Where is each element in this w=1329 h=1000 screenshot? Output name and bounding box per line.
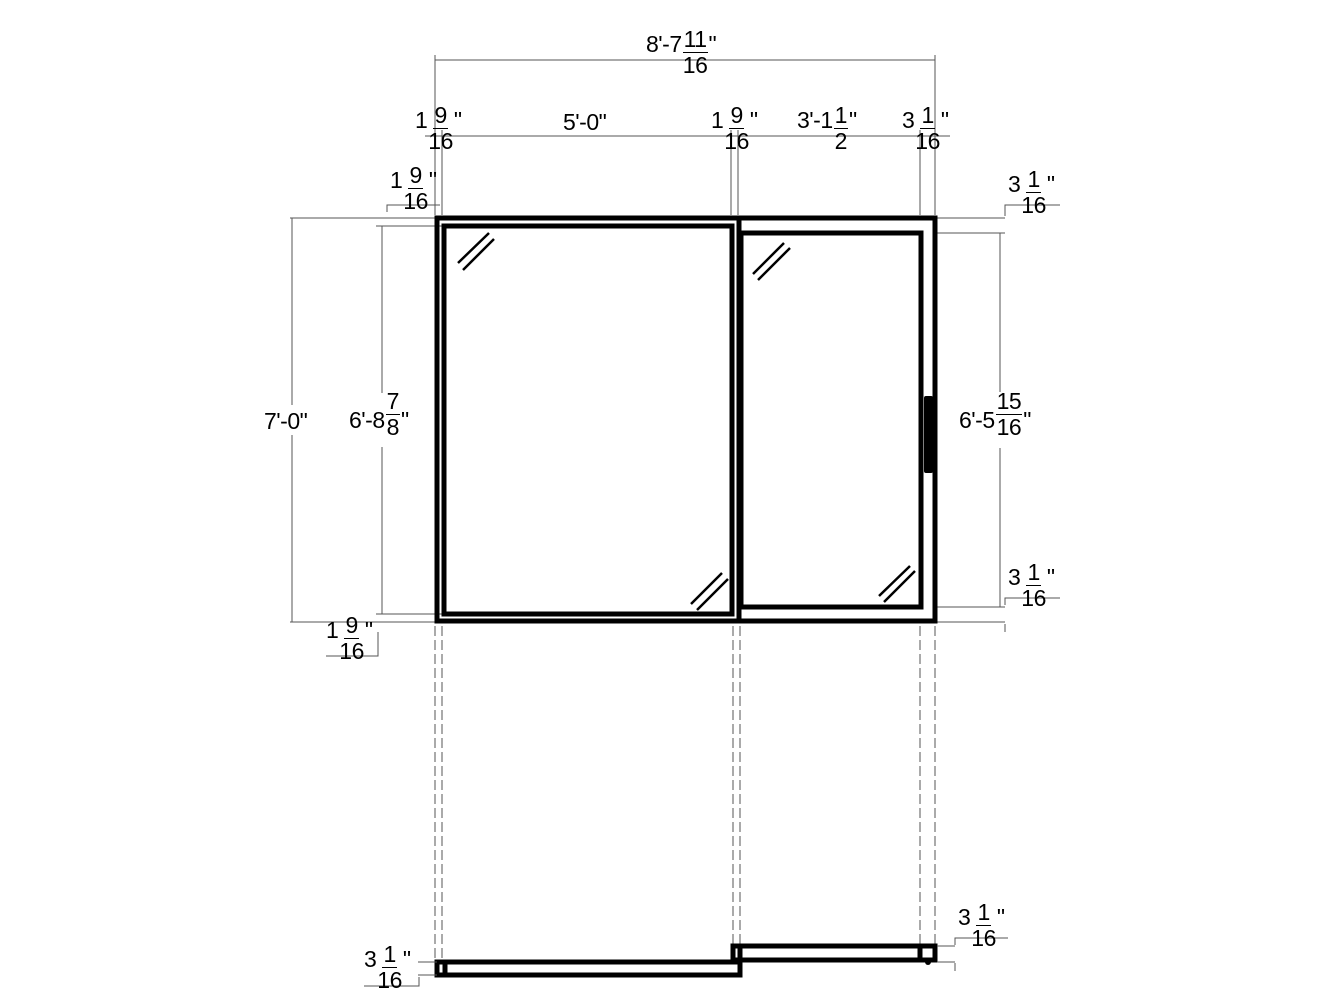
numerator: 7 (385, 388, 400, 415)
denominator: 16 (403, 188, 428, 214)
label-whole: 3 (1008, 171, 1021, 197)
door-handle (924, 396, 933, 473)
fixed-panel-width-label: 5'-0" (563, 109, 607, 135)
denominator: 16 (682, 52, 708, 78)
door-frame (434, 215, 938, 624)
label-whole: 6'-8 (349, 407, 385, 433)
unit: " (400, 407, 409, 433)
head-left-dimension (290, 204, 442, 227)
numerator: 1 (1026, 166, 1041, 193)
unit: " (1046, 171, 1055, 197)
plan-right-depth-dimension (937, 937, 1008, 971)
numerator: 1 (833, 102, 848, 129)
label-whole: 1 (711, 107, 724, 133)
segment-width-dimension (425, 130, 950, 215)
plan-section (434, 943, 938, 978)
denominator: 16 (915, 128, 940, 154)
denominator: 16 (339, 638, 364, 664)
unit: " (1023, 407, 1031, 433)
label-whole: 3'-1 (797, 107, 833, 133)
overall-height-label: 7'-0" (264, 408, 308, 434)
label-whole: 3 (902, 107, 915, 133)
projection-lines (434, 626, 936, 960)
unit: " (453, 107, 462, 133)
label-whole: 6'-5 (959, 407, 995, 433)
denominator: 16 (971, 925, 996, 951)
numerator: 1 (920, 102, 935, 129)
unit: " (996, 904, 1005, 930)
label-whole: 3 (958, 904, 971, 930)
label-text: 7'-0" (264, 408, 308, 434)
label-whole: 8'-7 (646, 31, 682, 57)
head-right-dimension (937, 204, 1060, 234)
sill-left-dimension (326, 632, 379, 657)
denominator: 8 (386, 414, 400, 440)
unit: " (749, 107, 758, 133)
unit: " (1046, 564, 1055, 590)
fixed-glass-height-dimension (376, 226, 442, 615)
numerator: 15 (995, 388, 1023, 415)
numerator: 1 (1026, 559, 1041, 586)
numerator: 9 (433, 102, 448, 129)
denominator: 16 (996, 414, 1022, 440)
numerator: 1 (382, 941, 397, 968)
overall-width-dimension (434, 55, 936, 215)
denominator: 2 (834, 128, 848, 154)
overall-height-dimension (290, 218, 435, 623)
label-whole: 3 (1008, 564, 1021, 590)
denominator: 16 (1021, 192, 1046, 218)
denominator: 16 (724, 128, 749, 154)
numerator: 9 (344, 612, 359, 639)
label-whole: 1 (390, 167, 403, 193)
numerator: 11 (682, 26, 708, 53)
unit: " (364, 617, 373, 643)
label-whole: 1 (415, 107, 428, 133)
label-text: 5'-0" (563, 109, 607, 135)
unit: " (428, 167, 437, 193)
plan-left-depth-dimension (364, 961, 437, 987)
denominator: 16 (1021, 585, 1046, 611)
numerator: 1 (976, 899, 991, 926)
denominator: 16 (377, 967, 402, 993)
glass-marks (457, 232, 916, 611)
label-whole: 3 (364, 946, 377, 972)
unit: " (940, 107, 949, 133)
label-whole: 1 (326, 617, 339, 643)
unit: " (848, 107, 857, 133)
sliding-glass-height-dimension (937, 233, 1060, 632)
unit: " (402, 946, 411, 972)
denominator: 16 (428, 128, 453, 154)
numerator: 9 (729, 102, 744, 129)
unit: " (708, 31, 717, 57)
numerator: 9 (408, 162, 423, 189)
